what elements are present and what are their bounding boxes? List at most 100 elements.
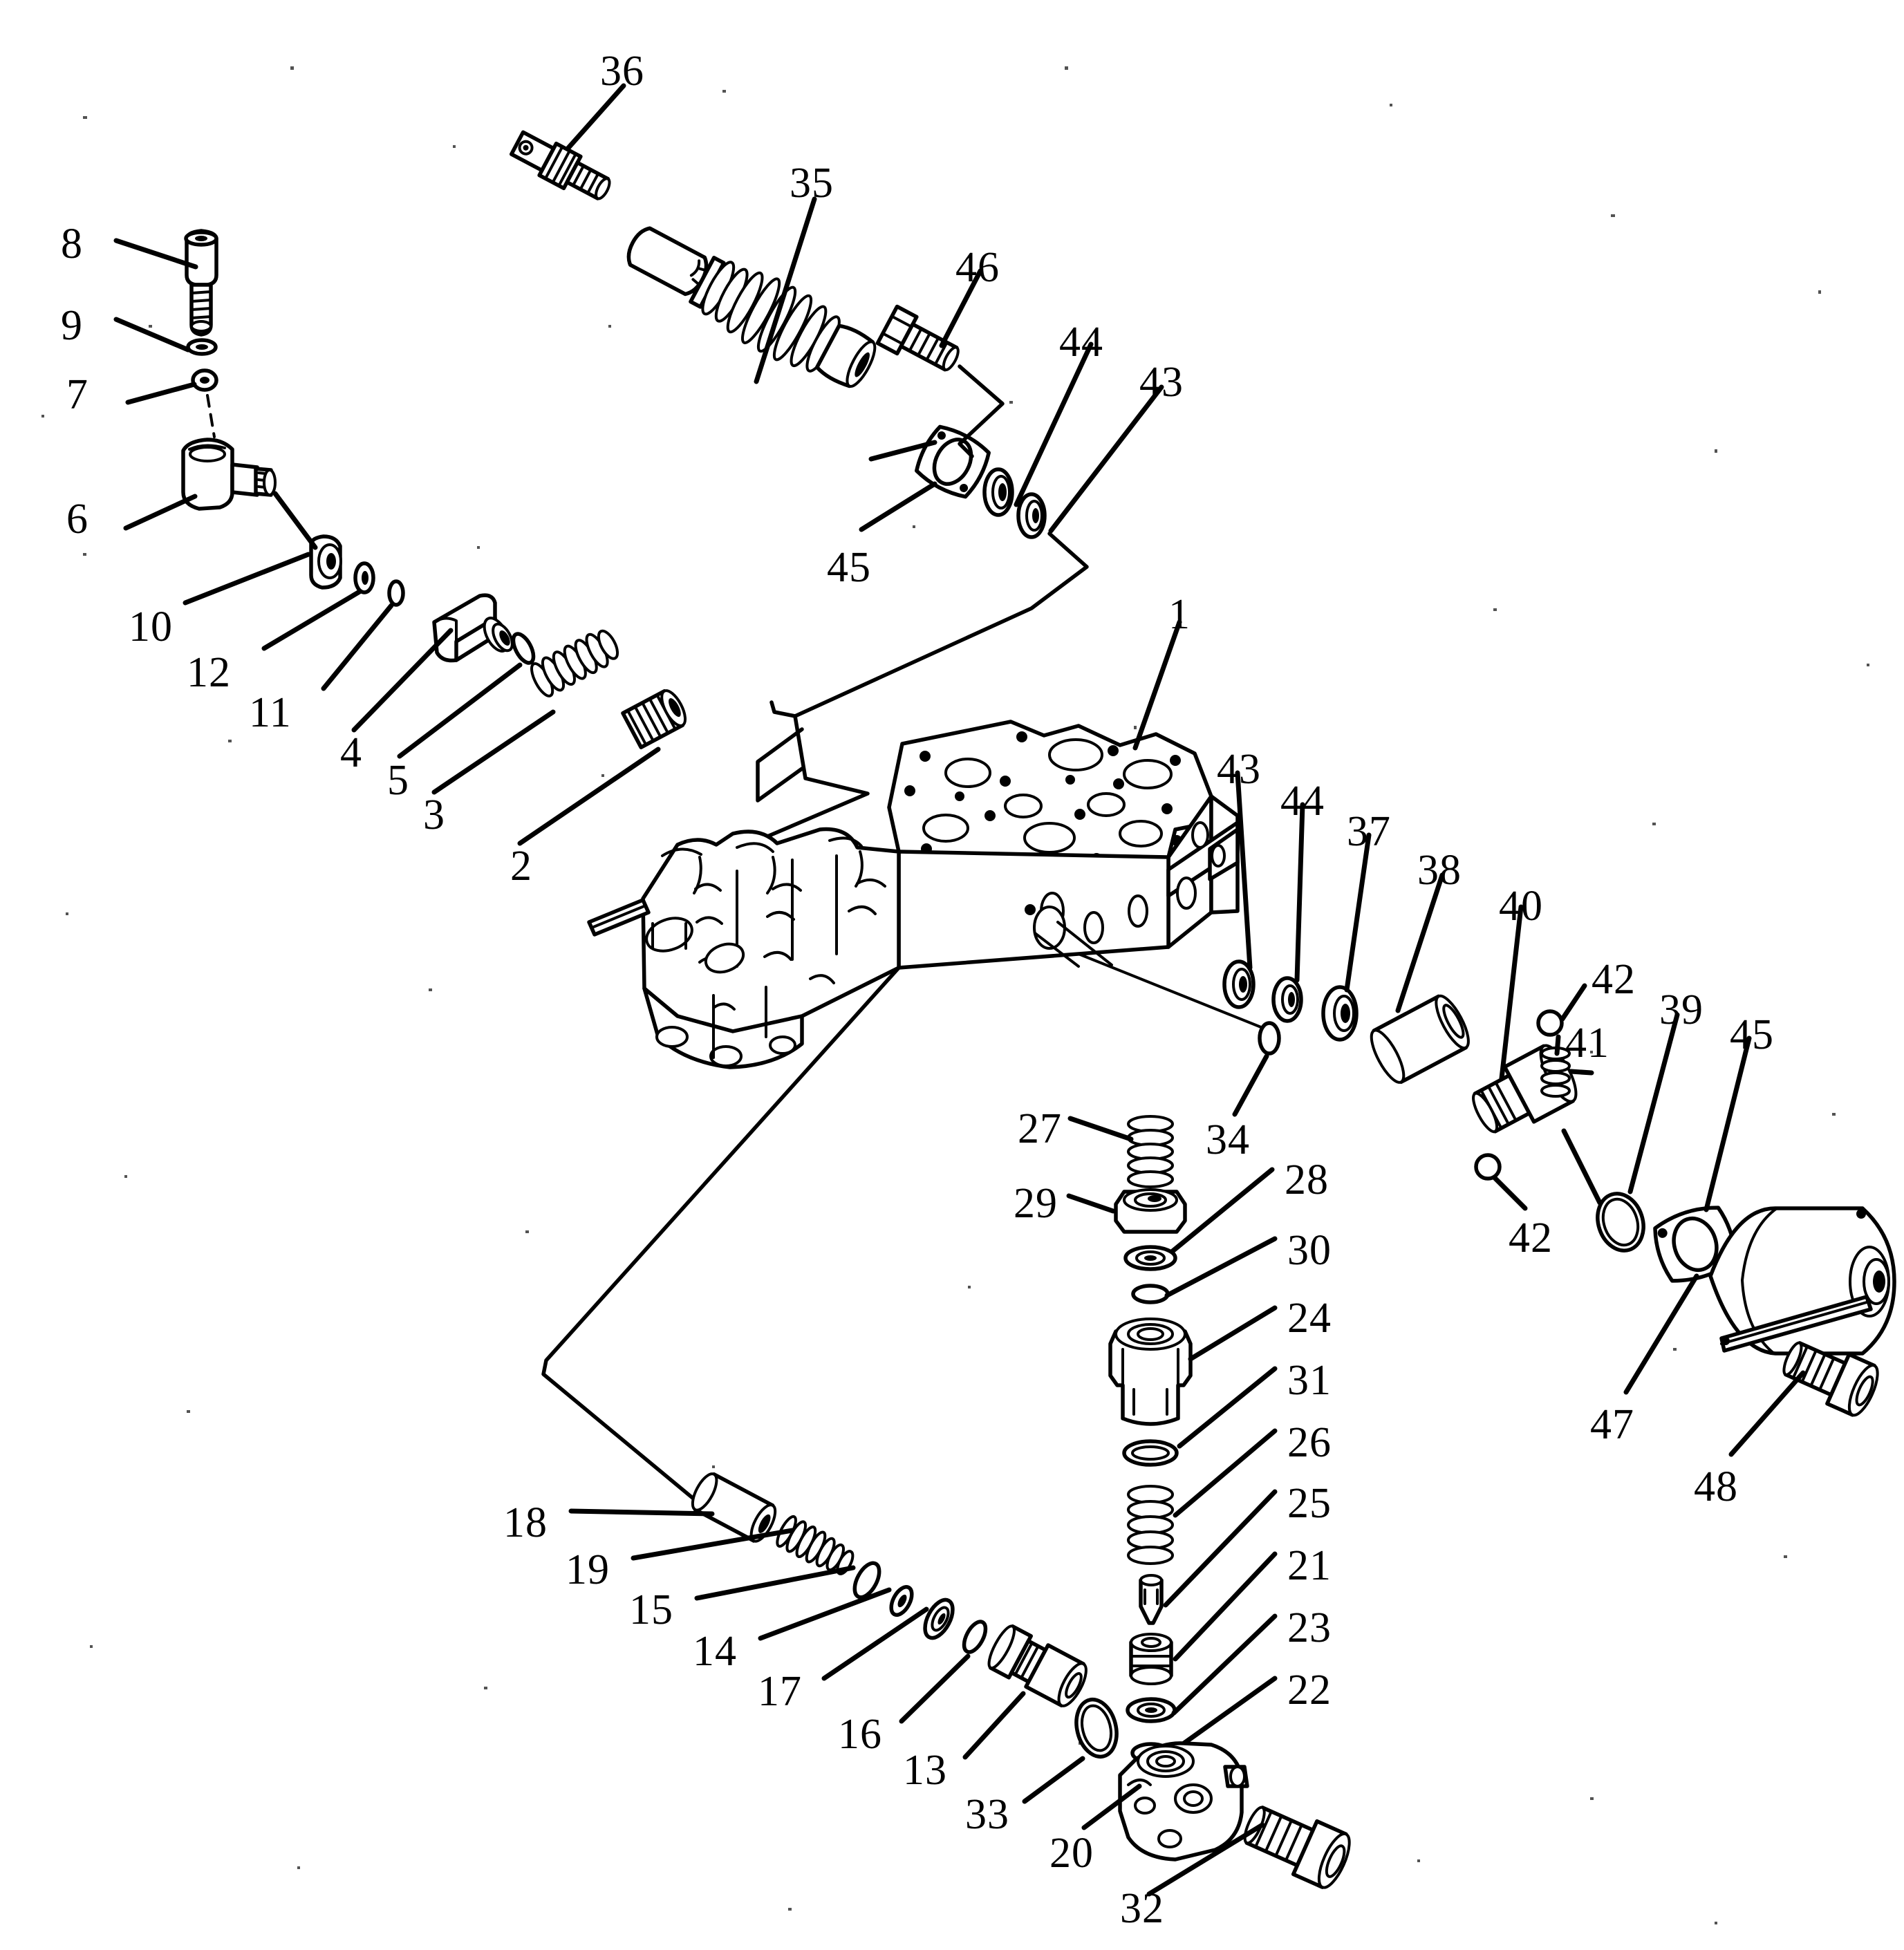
- part-18-sleeve: [691, 1472, 777, 1543]
- callout-42-upper: 42: [1592, 956, 1636, 1003]
- part-38-sleeve: [1370, 994, 1470, 1085]
- callout-43-right: 43: [1217, 746, 1261, 793]
- callout-37: 37: [1347, 808, 1391, 855]
- part-29-nut: [1114, 1188, 1187, 1234]
- callout-20: 20: [1049, 1830, 1094, 1877]
- leader-23: [1171, 1613, 1278, 1716]
- callout-35: 35: [790, 160, 834, 207]
- callout-29: 29: [1014, 1180, 1058, 1227]
- callout-9: 9: [61, 302, 83, 349]
- part-24-relief-cartridge: [1108, 1318, 1193, 1426]
- leader-7: [125, 382, 197, 405]
- callout-38: 38: [1417, 847, 1462, 894]
- leader-29: [1066, 1193, 1116, 1214]
- part-43-washer-top: [1016, 492, 1047, 539]
- part-6-elbow-fitting: [181, 438, 277, 511]
- callout-27: 27: [1018, 1105, 1062, 1152]
- body-spool-sections: [587, 827, 901, 1069]
- align-34: [1077, 953, 1262, 1029]
- part-43-washer-right: [1222, 959, 1256, 1009]
- callout-44-right: 44: [1280, 778, 1325, 825]
- callout-14: 14: [693, 1628, 737, 1675]
- leader-10b: [272, 491, 318, 550]
- callout-22: 22: [1287, 1667, 1332, 1714]
- callout-15: 15: [629, 1586, 673, 1633]
- leader-46: [939, 268, 983, 348]
- callout-1: 1: [1168, 591, 1191, 638]
- part-15-ring: [852, 1561, 881, 1600]
- connector-43-44-to-body: [793, 532, 1089, 718]
- leader-44r: [1294, 802, 1305, 983]
- callout-3: 3: [423, 791, 445, 838]
- callout-5: 5: [387, 757, 409, 804]
- leader-45t2: [868, 440, 937, 462]
- part-4-sleeve: [432, 593, 514, 663]
- leader-2: [517, 747, 661, 846]
- body-ref-line-bottom: [541, 966, 901, 1524]
- leader-35: [754, 196, 817, 384]
- part-21-bushing: [1129, 1633, 1173, 1685]
- leader-37: [1344, 832, 1372, 993]
- part-5-oring: [511, 632, 536, 665]
- part-27-spring: [1127, 1115, 1174, 1188]
- body-ref-line-a: [765, 714, 870, 838]
- callout-45-top: 45: [827, 544, 871, 591]
- callout-16: 16: [838, 1711, 882, 1758]
- leader-38: [1395, 872, 1445, 1013]
- callout-21: 21: [1287, 1542, 1332, 1589]
- callout-8: 8: [61, 221, 83, 268]
- leader-16: [899, 1653, 971, 1724]
- leader-32: [1146, 1822, 1265, 1897]
- callout-44-top: 44: [1059, 319, 1103, 366]
- callout-46: 46: [955, 244, 1000, 291]
- part-2-plug: [621, 689, 687, 749]
- leader-48: [1728, 1370, 1806, 1457]
- part-19-spring: [776, 1515, 855, 1575]
- leader-12: [261, 589, 362, 651]
- callout-7: 7: [66, 371, 88, 418]
- leader-33: [1022, 1756, 1085, 1804]
- callout-25: 25: [1287, 1480, 1332, 1527]
- part-11-oring: [387, 579, 405, 607]
- leader-24: [1188, 1305, 1278, 1362]
- part-3-spring: [530, 629, 619, 697]
- connector-46-to-45: [958, 364, 1005, 458]
- part-42-ball-upper: [1536, 1009, 1564, 1037]
- callout-28: 28: [1285, 1156, 1329, 1203]
- body-top-holes: [904, 731, 1182, 865]
- body-ref-line-top: [769, 700, 797, 718]
- part-30-oring: [1131, 1284, 1170, 1304]
- align-line-7: [206, 394, 216, 438]
- part-31-oring: [1122, 1439, 1179, 1467]
- part-16-oring: [962, 1620, 988, 1654]
- leader-40: [1499, 904, 1524, 1081]
- leader-41: [1568, 1069, 1594, 1076]
- leader-18: [568, 1508, 715, 1517]
- part-25-poppet: [1139, 1574, 1164, 1625]
- callout-13: 13: [903, 1747, 947, 1794]
- leader-43r: [1235, 770, 1253, 971]
- leader-39: [1627, 1012, 1680, 1194]
- part-14-washer: [889, 1585, 914, 1617]
- part-39-oring: [1596, 1192, 1645, 1253]
- leader-27: [1067, 1116, 1134, 1142]
- callout-48: 48: [1694, 1463, 1738, 1510]
- leader-11: [321, 603, 394, 691]
- leader-3: [431, 709, 556, 795]
- part-1-valve-body: [587, 714, 1240, 1069]
- callout-6: 6: [66, 496, 88, 543]
- leader-15: [694, 1565, 856, 1601]
- part-35-spool-valve: [626, 226, 877, 388]
- callout-39: 39: [1659, 986, 1704, 1033]
- part-9-washer: [186, 338, 218, 356]
- leader-21: [1173, 1551, 1278, 1662]
- leader-19: [631, 1528, 795, 1561]
- leader-6: [123, 494, 198, 531]
- callout-33: 33: [965, 1791, 1009, 1838]
- part-34-oring: [1258, 1021, 1281, 1056]
- callout-31: 31: [1287, 1357, 1332, 1404]
- leader-4: [351, 628, 454, 733]
- callout-43-top: 43: [1139, 359, 1184, 406]
- callout-18: 18: [503, 1499, 548, 1546]
